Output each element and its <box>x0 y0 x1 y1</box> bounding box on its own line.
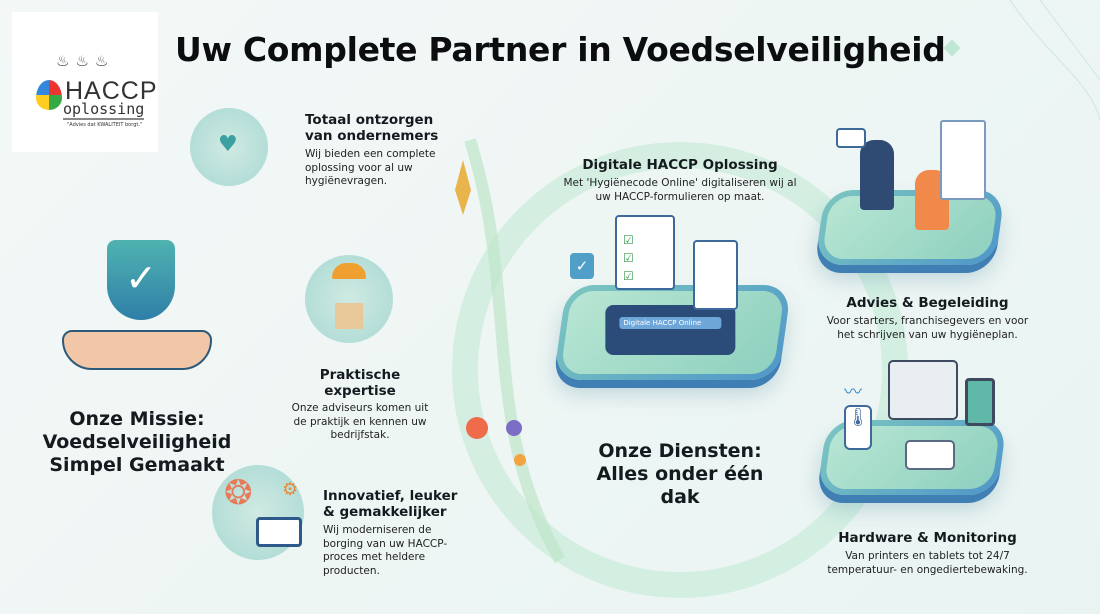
feature-ontzorgen: Totaal ontzorgen van ondernemers Wij bie… <box>305 112 465 189</box>
clipboard-icon <box>693 240 738 310</box>
chef-hat-icons: ♨♨♨ <box>56 52 115 70</box>
service-heading: Advies & Begeleiding <box>846 295 1009 311</box>
feature-heading: Totaal ontzorgen van ondernemers <box>305 112 439 144</box>
heart-icon: ♥ <box>218 132 238 157</box>
monitoring-hub-icon <box>905 440 955 470</box>
shield-hand-illustration: ✓ <box>62 235 212 385</box>
tablet-icon <box>965 378 995 426</box>
screen-icon <box>256 517 302 547</box>
brain-innovation-illustration: ❂ ⚙ <box>212 465 304 560</box>
feature-expertise: Praktische expertise Onze adviseurs kome… <box>285 367 435 443</box>
report-document-icon <box>940 120 986 200</box>
mission-line2: Voedselveiligheid <box>42 431 232 453</box>
logo-brand-line1: HACCP <box>65 77 158 105</box>
service-digitaal: Digitale HACCP Oplossing Met 'Hygiënecod… <box>560 157 800 204</box>
services-title-line2: Alles onder één dak <box>596 463 764 508</box>
checkbox-icon: ✓ <box>570 253 594 279</box>
services-title-line1: Onze Diensten: <box>598 440 762 462</box>
feature-heading: Innovatief, leuker & gemakkelijker <box>323 488 458 520</box>
feature-body: Wij moderniseren de borging van uw HACCP… <box>323 524 448 577</box>
mission-line1: Onze Missie: <box>69 408 205 430</box>
feature-body: Onze adviseurs komen uit de praktijk en … <box>291 402 429 441</box>
speech-bubble-icon <box>836 128 866 148</box>
wheat-icon <box>455 160 471 215</box>
service-advies: Advies & Begeleiding Voor starters, fran… <box>820 295 1035 342</box>
services-title: Onze Diensten: Alles onder één dak <box>580 440 780 509</box>
puzzle-drop-icon <box>36 80 62 110</box>
feature-body: Wij bieden een complete oplossing voor a… <box>305 148 436 187</box>
feature-innovatief: Innovatief, leuker & gemakkelijker Wij m… <box>323 488 468 578</box>
service-hardware: Hardware & Monitoring Van printers en ta… <box>815 530 1040 577</box>
berry-icon <box>506 420 522 436</box>
service-body: Voor starters, franchisegevers en voor h… <box>826 315 1029 341</box>
tablet-screen-label: Digitale HACCP Online <box>619 317 722 329</box>
expert-chef-illustration <box>305 255 393 343</box>
service-heading: Digitale HACCP Oplossing <box>582 157 778 173</box>
gear-icon: ⚙ <box>282 479 299 500</box>
apple-icon <box>466 417 488 439</box>
hand-icon <box>62 330 212 370</box>
mission-line3: Simpel Gemaakt <box>49 454 225 476</box>
logo-brand-line2: oplossing <box>63 100 145 120</box>
shield-check-icon: ✓ <box>107 240 175 320</box>
feature-heading: Praktische expertise <box>319 367 401 399</box>
brain-icon: ❂ <box>224 473 253 513</box>
hardhat-icon <box>332 263 366 279</box>
tablet-platform-illustration: Digitale HACCP Online <box>553 285 792 380</box>
advisor-person-icon <box>860 140 894 210</box>
thermometer-icon: 🌡 <box>844 405 872 450</box>
service-heading: Hardware & Monitoring <box>838 530 1017 546</box>
advice-meeting-illustration <box>814 190 1006 265</box>
handshake-illustration: ♥ <box>190 108 268 186</box>
clipboard-icon <box>335 303 363 329</box>
page-title: Uw Complete Partner in Voedselveiligheid <box>175 30 946 69</box>
printer-icon <box>888 360 958 420</box>
service-body: Van printers en tablets tot 24/7 tempera… <box>827 550 1028 576</box>
mission-statement: Onze Missie: Voedselveiligheid Simpel Ge… <box>42 408 232 477</box>
service-body: Met 'Hygiënecode Online' digitaliseren w… <box>563 177 797 203</box>
checklist-window-icon: ☑☑☑ <box>615 215 675 290</box>
wifi-icon: 〰 <box>844 382 862 403</box>
tablet-icon: Digitale HACCP Online <box>605 305 736 355</box>
logo-tagline: "Advies dat KWALITEIT borgt." <box>67 122 143 128</box>
company-logo: ♨♨♨ HACCP oplossing "Advies dat KWALITEI… <box>12 12 158 152</box>
